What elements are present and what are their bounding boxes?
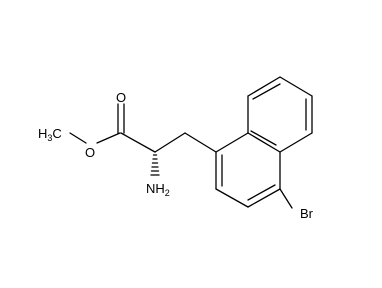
amine-label: NH2 [146, 181, 170, 198]
methyl-label: H3C [38, 126, 62, 143]
naphthalene-ring-a [215, 132, 281, 208]
carbonyl-oxygen-label: O [116, 90, 126, 105]
bond-alpha-ch2 [154, 132, 186, 153]
bond-c-br [279, 188, 293, 209]
bromine-label: Br [300, 206, 314, 221]
bond-o-carbonyl [96, 132, 121, 144]
bond-methyl-o [69, 132, 87, 144]
bond-carbonyl-alpha [120, 132, 156, 153]
stereo-hash-bond [150, 154, 160, 176]
ester-oxygen-label: O [85, 145, 95, 160]
bond-ch2-ring [184, 132, 217, 153]
naphthalene-ring-b [247, 76, 313, 153]
